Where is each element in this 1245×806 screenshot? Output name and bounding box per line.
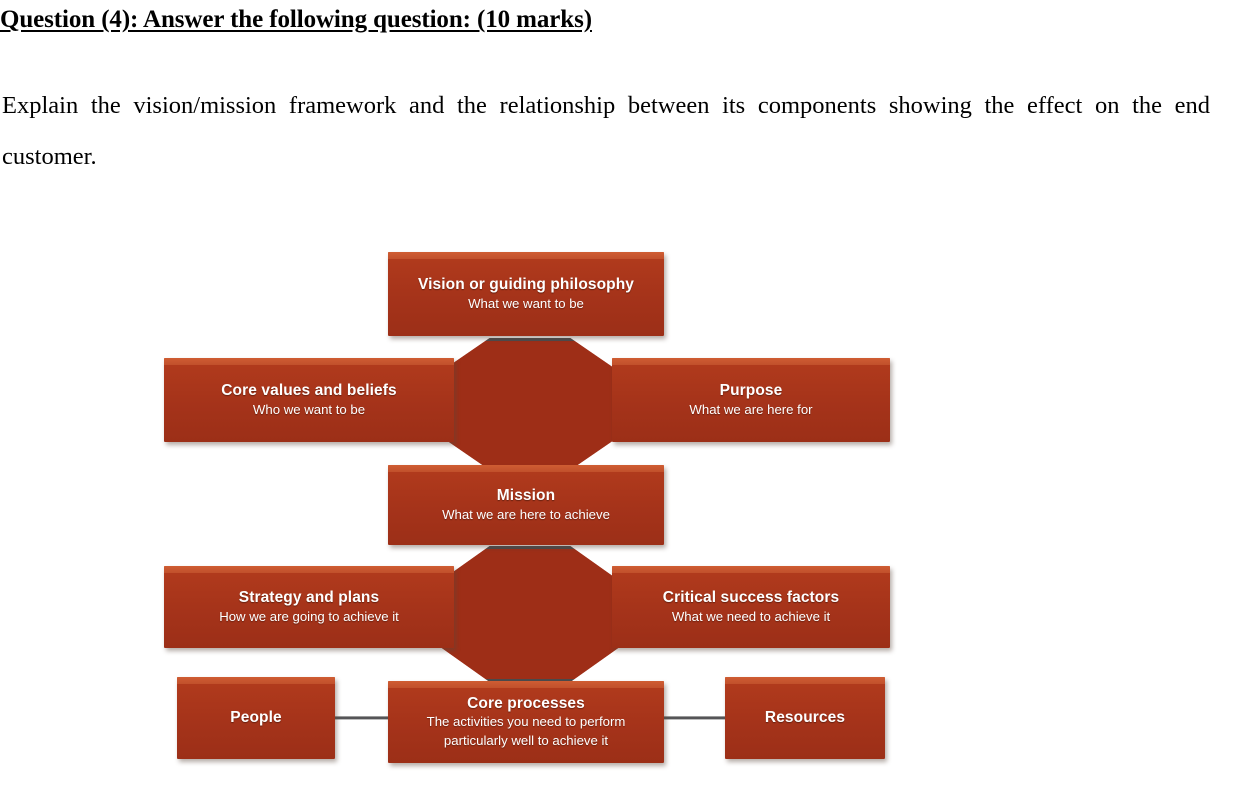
node-vision-subtitle: What we want to be: [468, 295, 584, 311]
node-people[interactable]: People: [177, 677, 335, 759]
page-title: Question (4): Answer the following quest…: [0, 6, 592, 33]
octagon-hub-lower-fill: [437, 549, 623, 679]
node-mission[interactable]: Mission What we are here to achieve: [388, 465, 664, 545]
node-purpose-subtitle: What we are here for: [689, 401, 813, 417]
node-strategy-title: Strategy and plans: [238, 589, 380, 607]
node-vision[interactable]: Vision or guiding philosophy What we wan…: [388, 252, 664, 336]
node-core-processes[interactable]: Core processes The activities you need t…: [388, 681, 664, 763]
node-core-processes-subtitle-line1: The activities you need to perform: [426, 714, 626, 730]
node-resources-title: Resources: [764, 709, 846, 727]
octagon-hub-upper: [434, 338, 626, 470]
octagon-hub-lower: [434, 546, 626, 682]
node-purpose[interactable]: Purpose What we are here for: [612, 358, 890, 442]
node-critical-title: Critical success factors: [662, 589, 840, 607]
node-mission-subtitle: What we are here to achieve: [442, 506, 610, 522]
node-strategy-subtitle: How we are going to achieve it: [219, 608, 399, 624]
node-resources[interactable]: Resources: [725, 677, 885, 759]
node-critical-subtitle: What we need to achieve it: [671, 608, 831, 624]
node-purpose-title: Purpose: [719, 382, 783, 400]
connector-people-to-core-processes: [335, 716, 390, 720]
question-paragraph: Explain the vision/mission framework and…: [2, 92, 1210, 170]
node-core-processes-title: Core processes: [467, 695, 585, 713]
octagon-hub-upper-fill: [437, 341, 623, 467]
node-mission-title: Mission: [496, 487, 556, 505]
node-critical-success-factors[interactable]: Critical success factors What we need to…: [612, 566, 890, 648]
node-vision-title: Vision or guiding philosophy: [417, 276, 635, 294]
node-core-values-subtitle: Who we want to be: [252, 401, 366, 417]
node-strategy-and-plans[interactable]: Strategy and plans How we are going to a…: [164, 566, 454, 648]
connector-core-processes-to-resources: [663, 716, 727, 720]
node-core-processes-subtitle-line2: particularly well to achieve it: [443, 732, 609, 748]
node-core-values-title: Core values and beliefs: [221, 382, 397, 400]
node-core-values-and-beliefs[interactable]: Core values and beliefs Who we want to b…: [164, 358, 454, 442]
node-people-title: People: [230, 709, 282, 727]
